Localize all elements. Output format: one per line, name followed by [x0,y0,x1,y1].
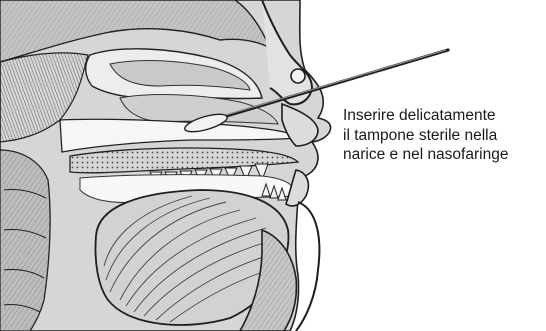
cervical-spine-texture [0,150,50,331]
instruction-caption: Inserire delicatamente il tampone steril… [343,106,543,165]
chin-skin [296,202,319,331]
nostril [291,69,305,83]
caption-line-3: narice e nel nasofaringe [343,145,543,165]
caption-line-1: Inserire delicatamente [343,106,543,126]
caption-line-2: il tampone sterile nella [343,126,543,146]
